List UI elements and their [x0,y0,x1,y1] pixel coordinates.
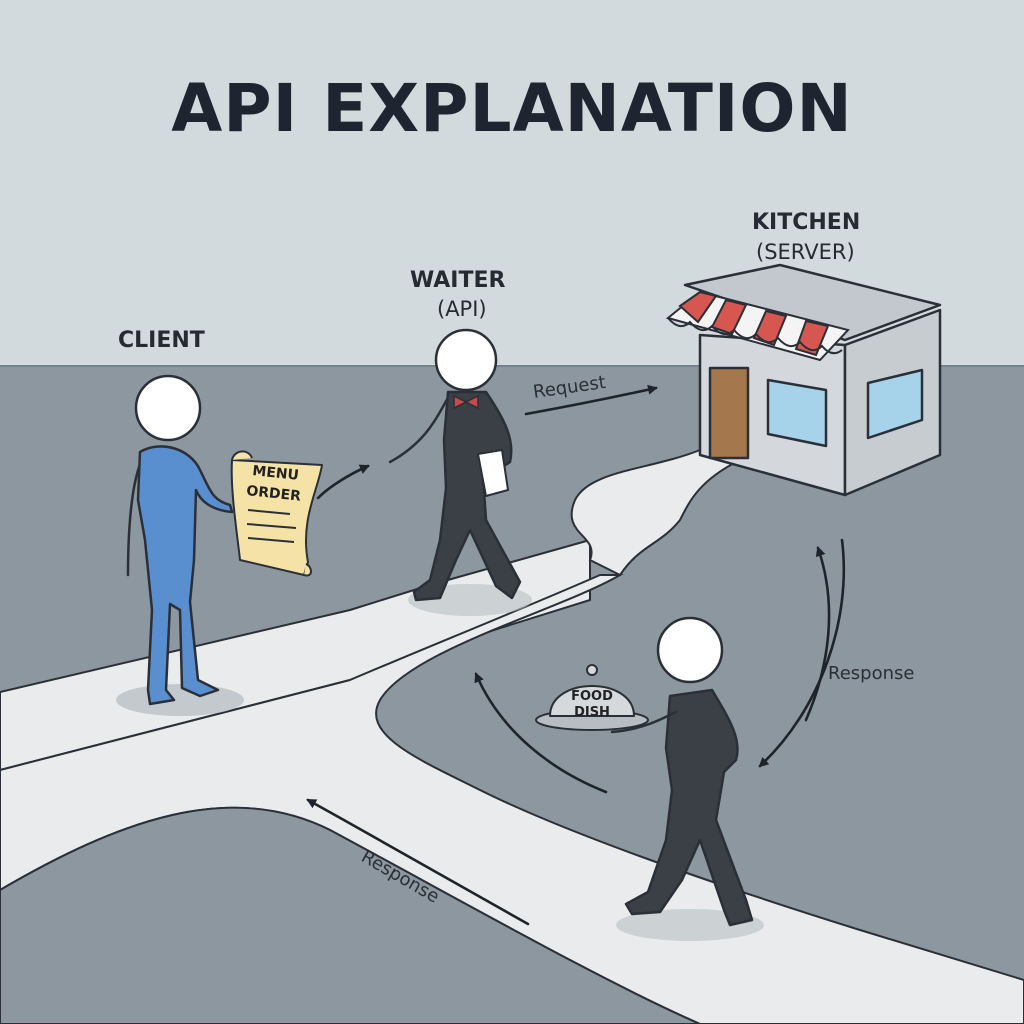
kitchen-window-front [766,378,828,448]
cloche-icon [535,664,649,731]
menu-label-line2: ORDER [246,483,302,505]
ground-patch [0,806,701,1024]
path-winding [570,448,743,577]
bow-tie-icon [453,394,479,410]
kitchen-subtitle: (SERVER) [756,240,855,264]
kitchen-label: KITCHEN [752,210,861,235]
dish-label-line2: DISH [574,705,610,720]
arrow-icon [758,538,846,768]
arrows [306,384,846,926]
scroll-icon [230,450,323,577]
towel-icon [477,449,509,497]
waiter-label: WAITER [410,268,506,293]
menu-label-line1: MENU [252,463,300,484]
page-title: API EXPLANATION [171,70,853,147]
arrow-icon [474,672,608,794]
arrow-icon [524,384,658,416]
waiter-subtitle: (API) [437,297,487,321]
client-label: CLIENT [118,328,205,353]
response-label-kitchen: Response [828,663,915,684]
arrow-icon [306,798,530,926]
delivery-figure [610,616,754,927]
dish-label-line1: FOOD [571,689,613,704]
kitchen-door [708,366,750,460]
kitchen-window-side [866,368,924,440]
client-head [134,374,202,442]
client-figure [126,374,234,706]
waiter-head [434,328,498,392]
kitchen-building [683,263,942,497]
awning-icon [665,290,850,362]
arrow-icon [316,464,370,500]
arrow-icon [804,546,831,722]
delivery-head [656,616,724,684]
